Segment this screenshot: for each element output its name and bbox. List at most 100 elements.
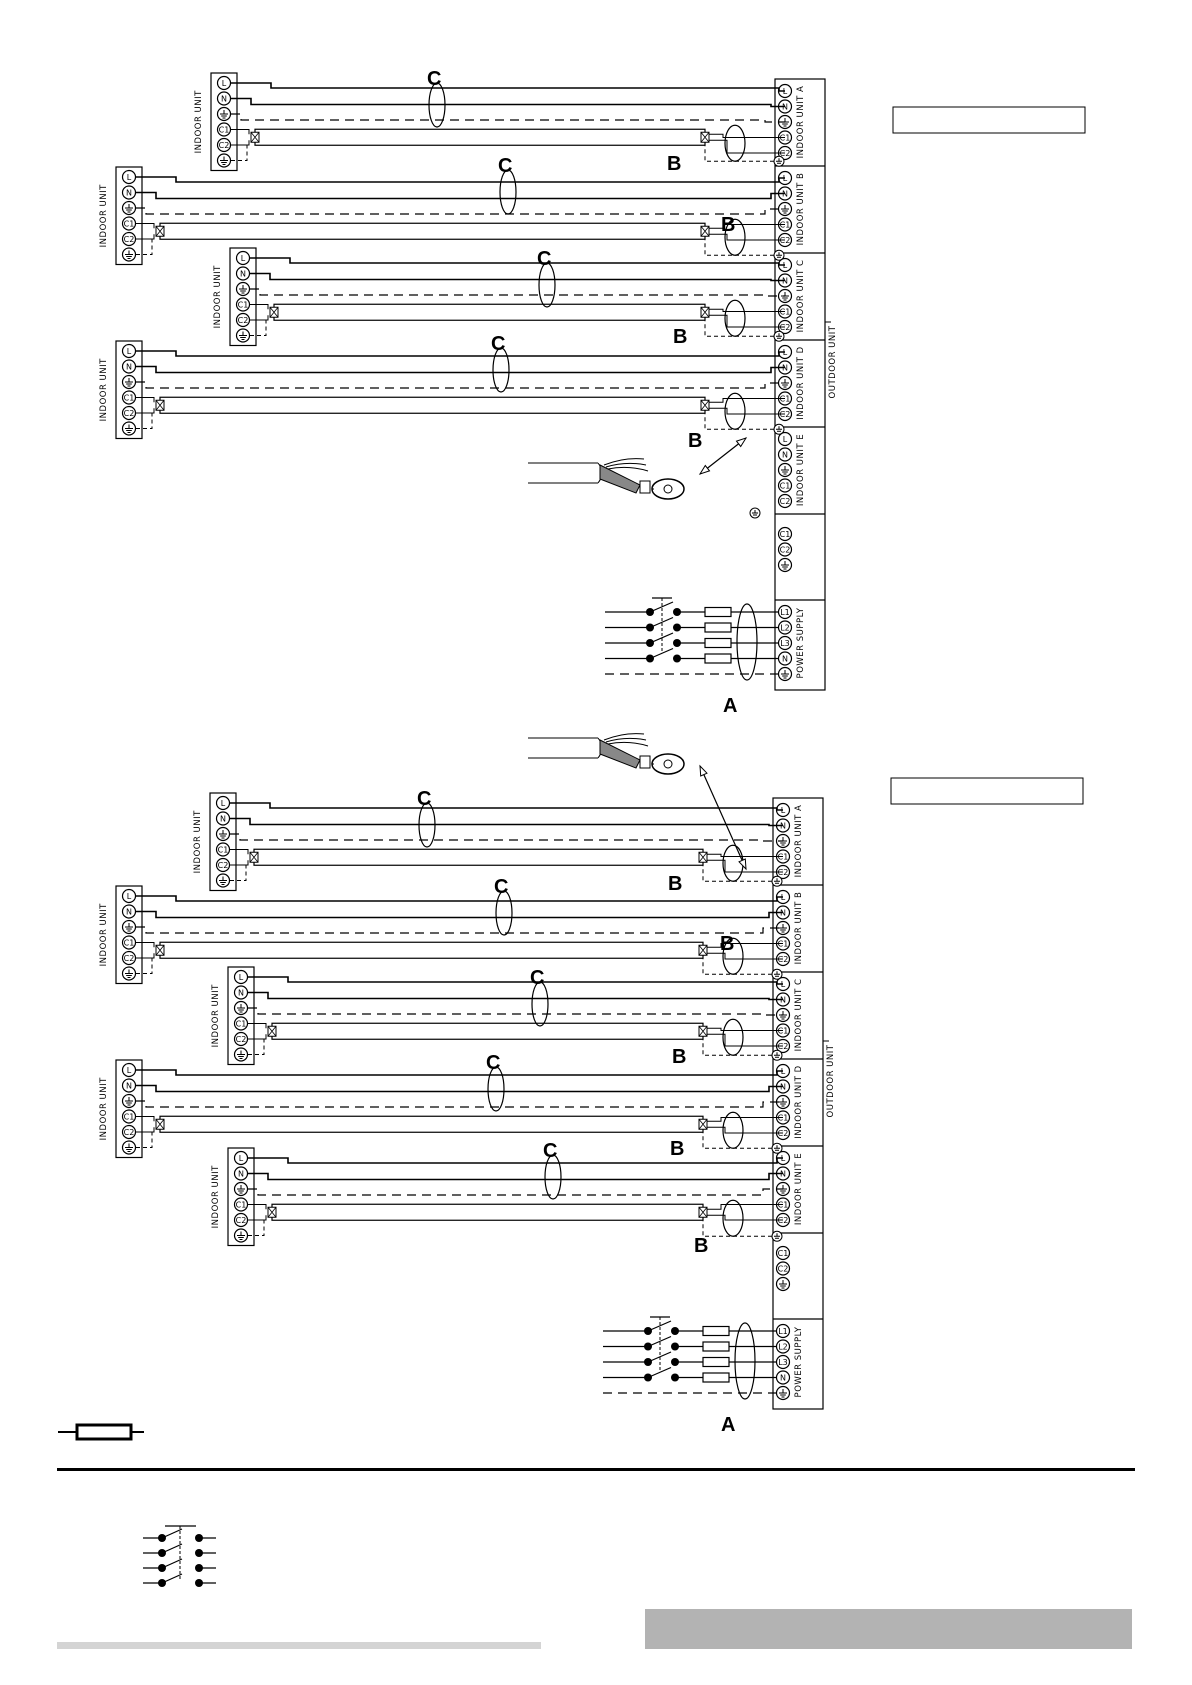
shield-ground-wire [702, 955, 777, 975]
cable-b-bundle-mark [722, 1111, 744, 1149]
shield-termination-icon [269, 306, 279, 318]
terminal-label: C1 [124, 939, 135, 948]
cable-c-label: C [427, 68, 441, 90]
cable-c-label: C [494, 876, 508, 898]
shield-hatch [698, 945, 708, 956]
cable-b-bundle-mark [724, 218, 746, 256]
arrow-head-icon [699, 764, 708, 777]
ring-terminal-detail [528, 733, 747, 871]
terminal-label: L1 [778, 1327, 788, 1336]
terminal-label: C1 [236, 1201, 247, 1210]
power-terminal-l2: L2 [777, 620, 793, 635]
outdoor-block-label-d: INDOOR UNIT D [796, 346, 806, 419]
terminal-circle [121, 935, 137, 950]
outdoor-block-label-e: INDOOR UNIT E [796, 434, 806, 506]
terminal-label: N [780, 1170, 786, 1179]
c1-wire [709, 308, 785, 312]
terminal-circle [121, 169, 137, 185]
terminal-label: C2 [124, 1128, 135, 1137]
terminal-label: C2 [219, 141, 230, 150]
fuse-icon [702, 1325, 730, 1337]
terminal-circle [777, 635, 793, 651]
terminal-circle [121, 904, 137, 919]
indoor-terminal-l: L [121, 169, 137, 185]
terminal-label: C1 [238, 301, 249, 310]
c2-wire [230, 860, 249, 866]
braided-shield-icon [599, 464, 641, 494]
indoor-terminal-ground [233, 1047, 249, 1062]
indoor-terminal-n: N [235, 266, 251, 281]
outdoor-terminal-ground [777, 462, 793, 478]
power-terminal-l1: L1 [777, 604, 793, 620]
shielded-communication-cable [159, 396, 706, 414]
cable-c-label: C [491, 333, 505, 355]
shield-ground-wire [702, 1129, 777, 1149]
terminal-label: L [127, 1066, 132, 1075]
cable-b-label: B [668, 873, 682, 895]
shield-hatch [249, 852, 259, 863]
terminal-circle [233, 1031, 249, 1047]
fuse-icon [704, 637, 732, 649]
ground-icon [771, 1230, 783, 1242]
terminal-label: C1 [124, 220, 135, 229]
outdoor-block-label-d: INDOOR UNIT D [794, 1065, 804, 1138]
shield-hatch [700, 400, 710, 411]
ground-wire [136, 1100, 783, 1108]
ground-icon [773, 249, 785, 261]
terminal-circle [777, 478, 793, 493]
terminal-label: C2 [124, 954, 135, 963]
neutral-wire [136, 365, 785, 374]
shield-hatch [698, 1119, 708, 1130]
indoor-terminal-ground [233, 1000, 249, 1016]
c2-wire [136, 408, 155, 414]
indoor-terminal-ground [121, 421, 137, 436]
cable-b-label: B [670, 1138, 684, 1160]
terminal-circle [235, 312, 251, 328]
terminal-circle [216, 122, 232, 137]
outdoor-block-label-c: INDOOR UNIT C [796, 260, 806, 333]
terminal-label: C2 [236, 1216, 247, 1225]
footer-bar [645, 1609, 1132, 1649]
cable-c-bundle-mark [492, 347, 510, 393]
terminal-label: C2 [124, 235, 135, 244]
live-wire [248, 1157, 783, 1164]
terminal-label: C1 [236, 1020, 247, 1029]
c2-wire [709, 233, 785, 241]
cable-b-bundle-mark [722, 1199, 744, 1237]
conductor [607, 466, 649, 472]
ground-wire [231, 113, 785, 123]
shield-drain-wire [231, 145, 248, 161]
terminal-circle [121, 231, 137, 247]
indoor-terminal-n: N [121, 1078, 137, 1093]
terminal-label: C2 [238, 316, 249, 325]
terminal-circle [233, 1212, 249, 1228]
ground-wire [230, 833, 783, 842]
shield-hatch [250, 132, 260, 143]
crimp-sleeve [639, 755, 651, 769]
cable-c-bundle-mark [538, 262, 556, 308]
terminal-label: N [782, 451, 788, 460]
terminal-circle [233, 1197, 249, 1212]
terminal-circle [235, 297, 251, 312]
braided-shield-icon [599, 739, 641, 769]
ground-wire [248, 1007, 783, 1016]
cable-c-bundle-mark [531, 981, 549, 1027]
indoor-unit-label: INDOOR UNIT [211, 984, 221, 1047]
outdoor-block-label-b: INDOOR UNIT B [796, 173, 806, 246]
ground-wire [250, 288, 785, 297]
indoor-terminal-n: N [216, 91, 232, 106]
conductor [605, 737, 647, 743]
indoor-terminal-ground [235, 281, 251, 297]
ring-lug-hole [663, 484, 673, 494]
ground-icon [771, 1142, 783, 1154]
switch-blade [161, 1543, 183, 1554]
conductor [605, 462, 647, 468]
caption-box-1 [892, 106, 1086, 134]
ring-terminal-detail [528, 437, 748, 500]
fuse-legend-symbol [58, 1423, 144, 1441]
terminal-circle [216, 137, 232, 153]
shield-hatch [267, 1026, 277, 1037]
c2-wire [707, 1126, 783, 1134]
comm-terminal-ground [777, 557, 793, 573]
